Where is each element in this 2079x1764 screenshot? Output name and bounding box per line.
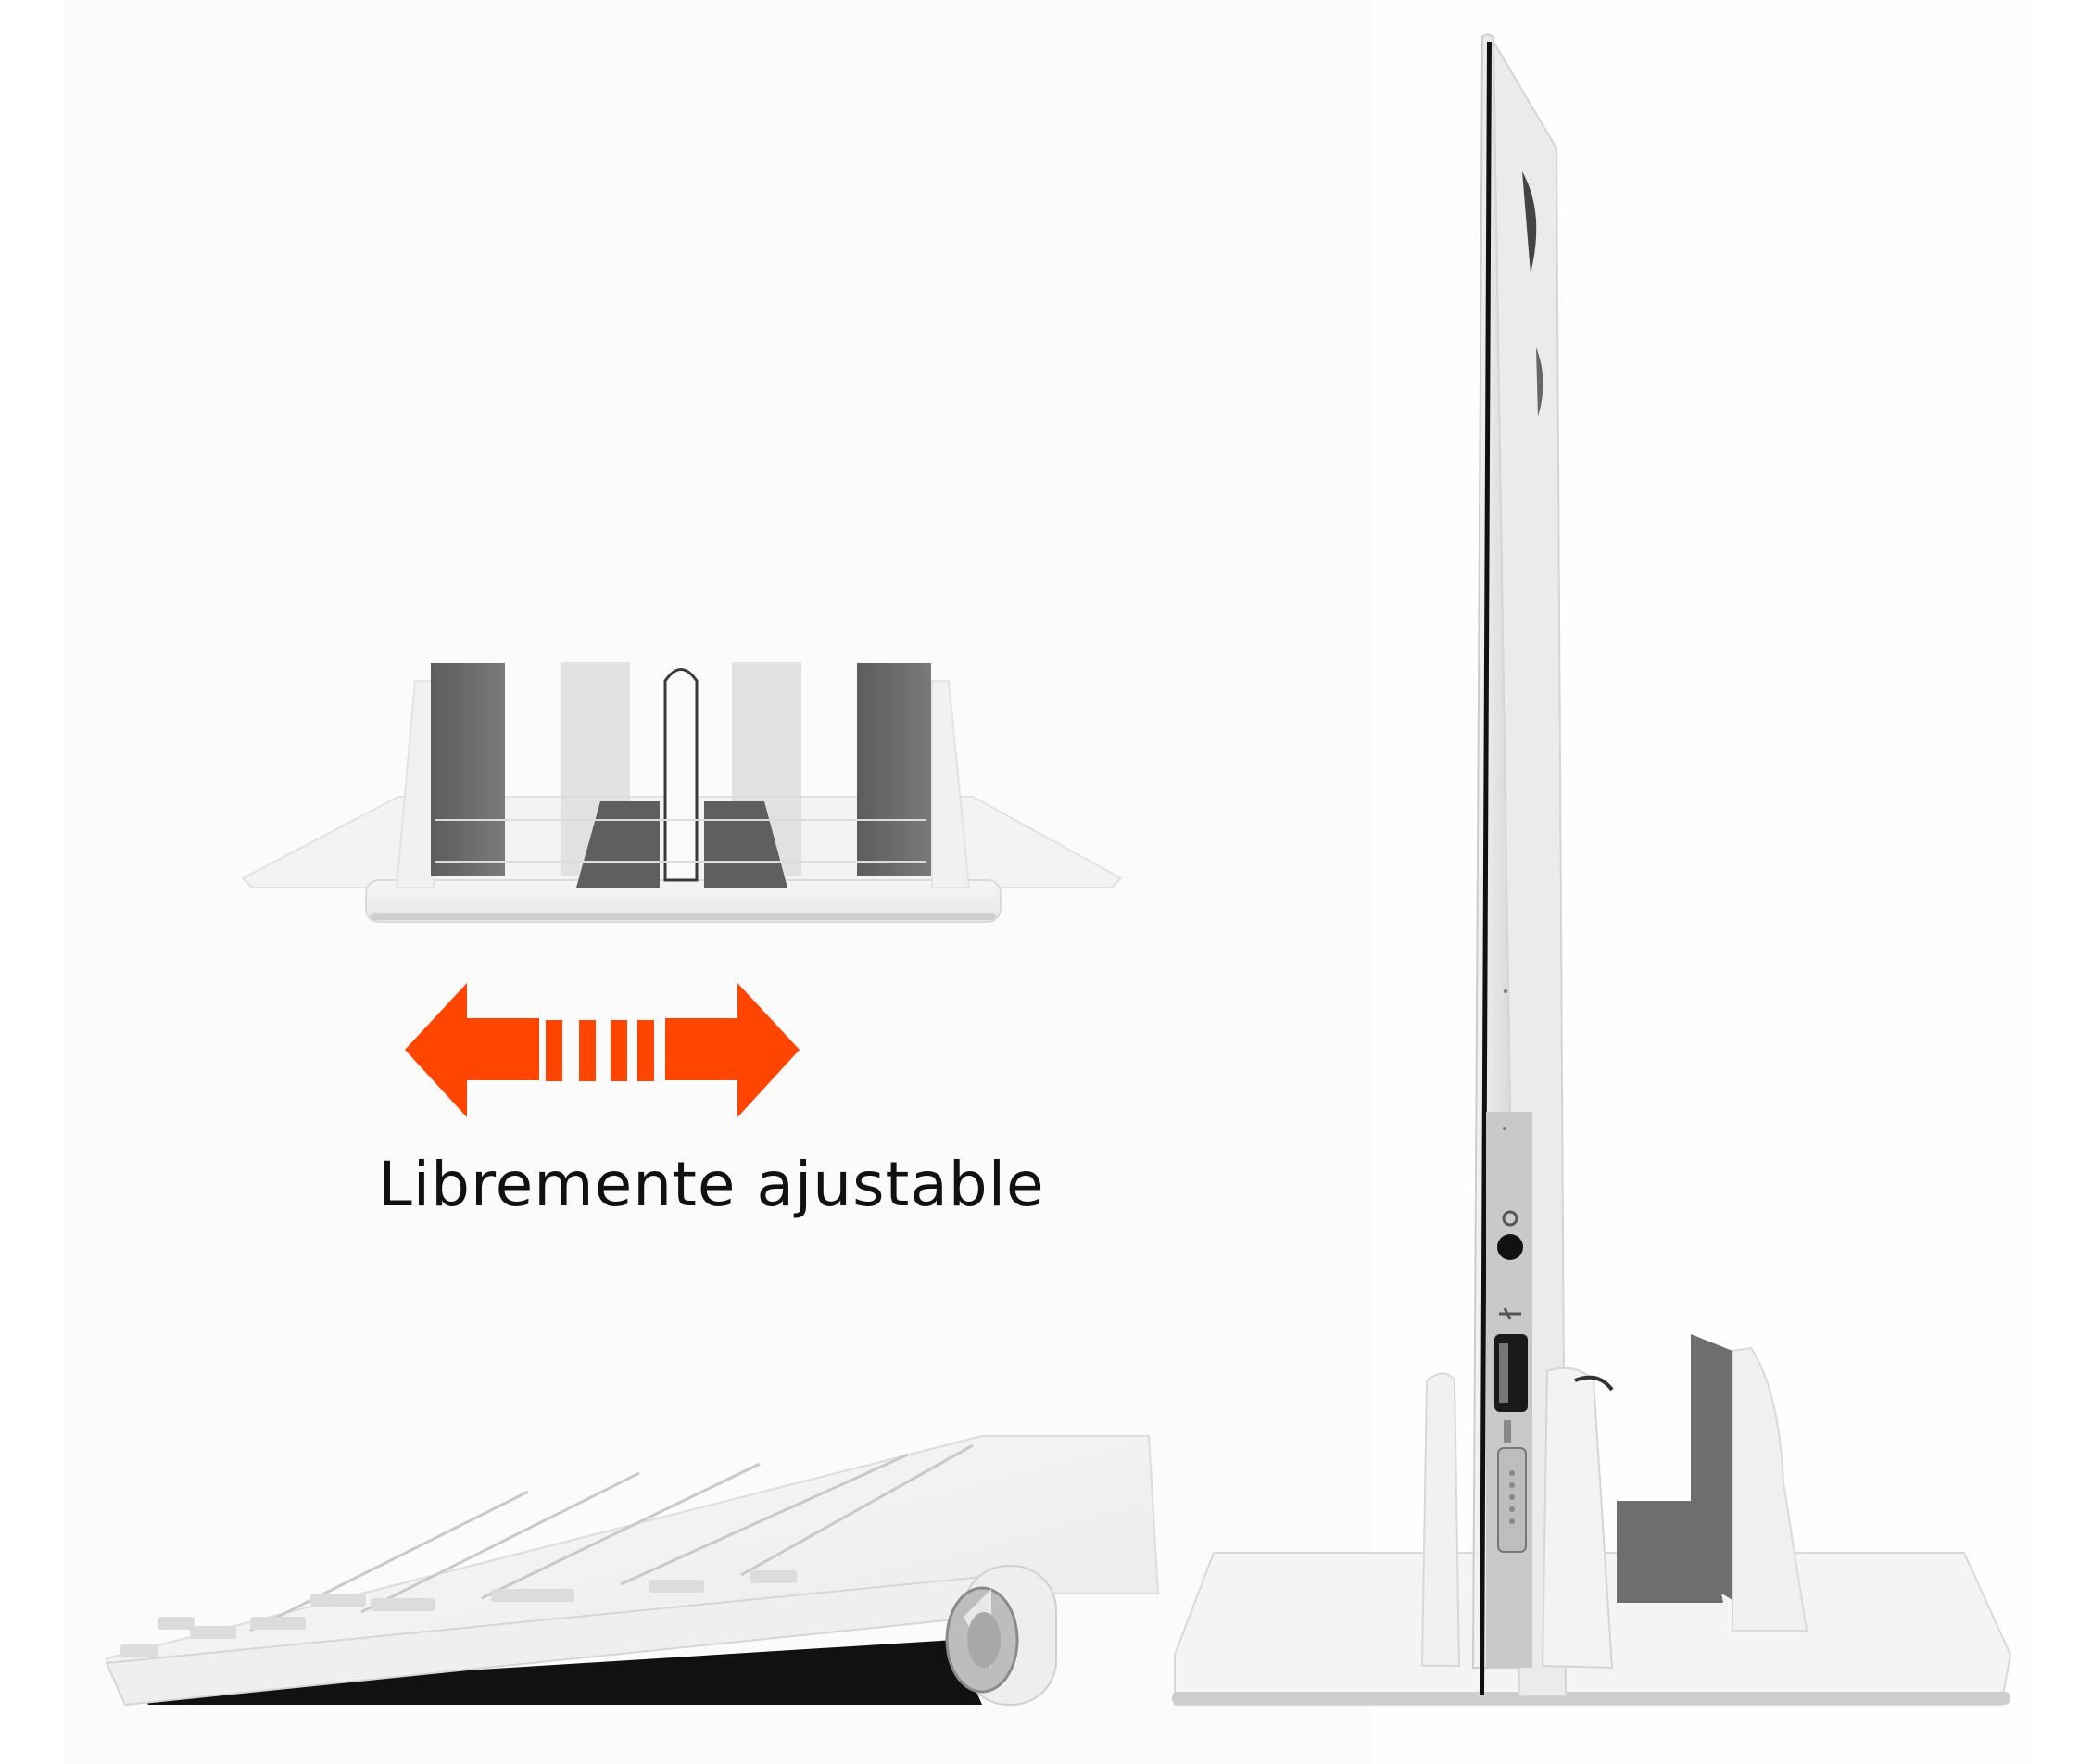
headphone-symbol-icon bbox=[1502, 1210, 1518, 1227]
audio-jack-icon bbox=[1497, 1234, 1523, 1260]
caption-text: Libremente ajustable bbox=[378, 1149, 1045, 1220]
